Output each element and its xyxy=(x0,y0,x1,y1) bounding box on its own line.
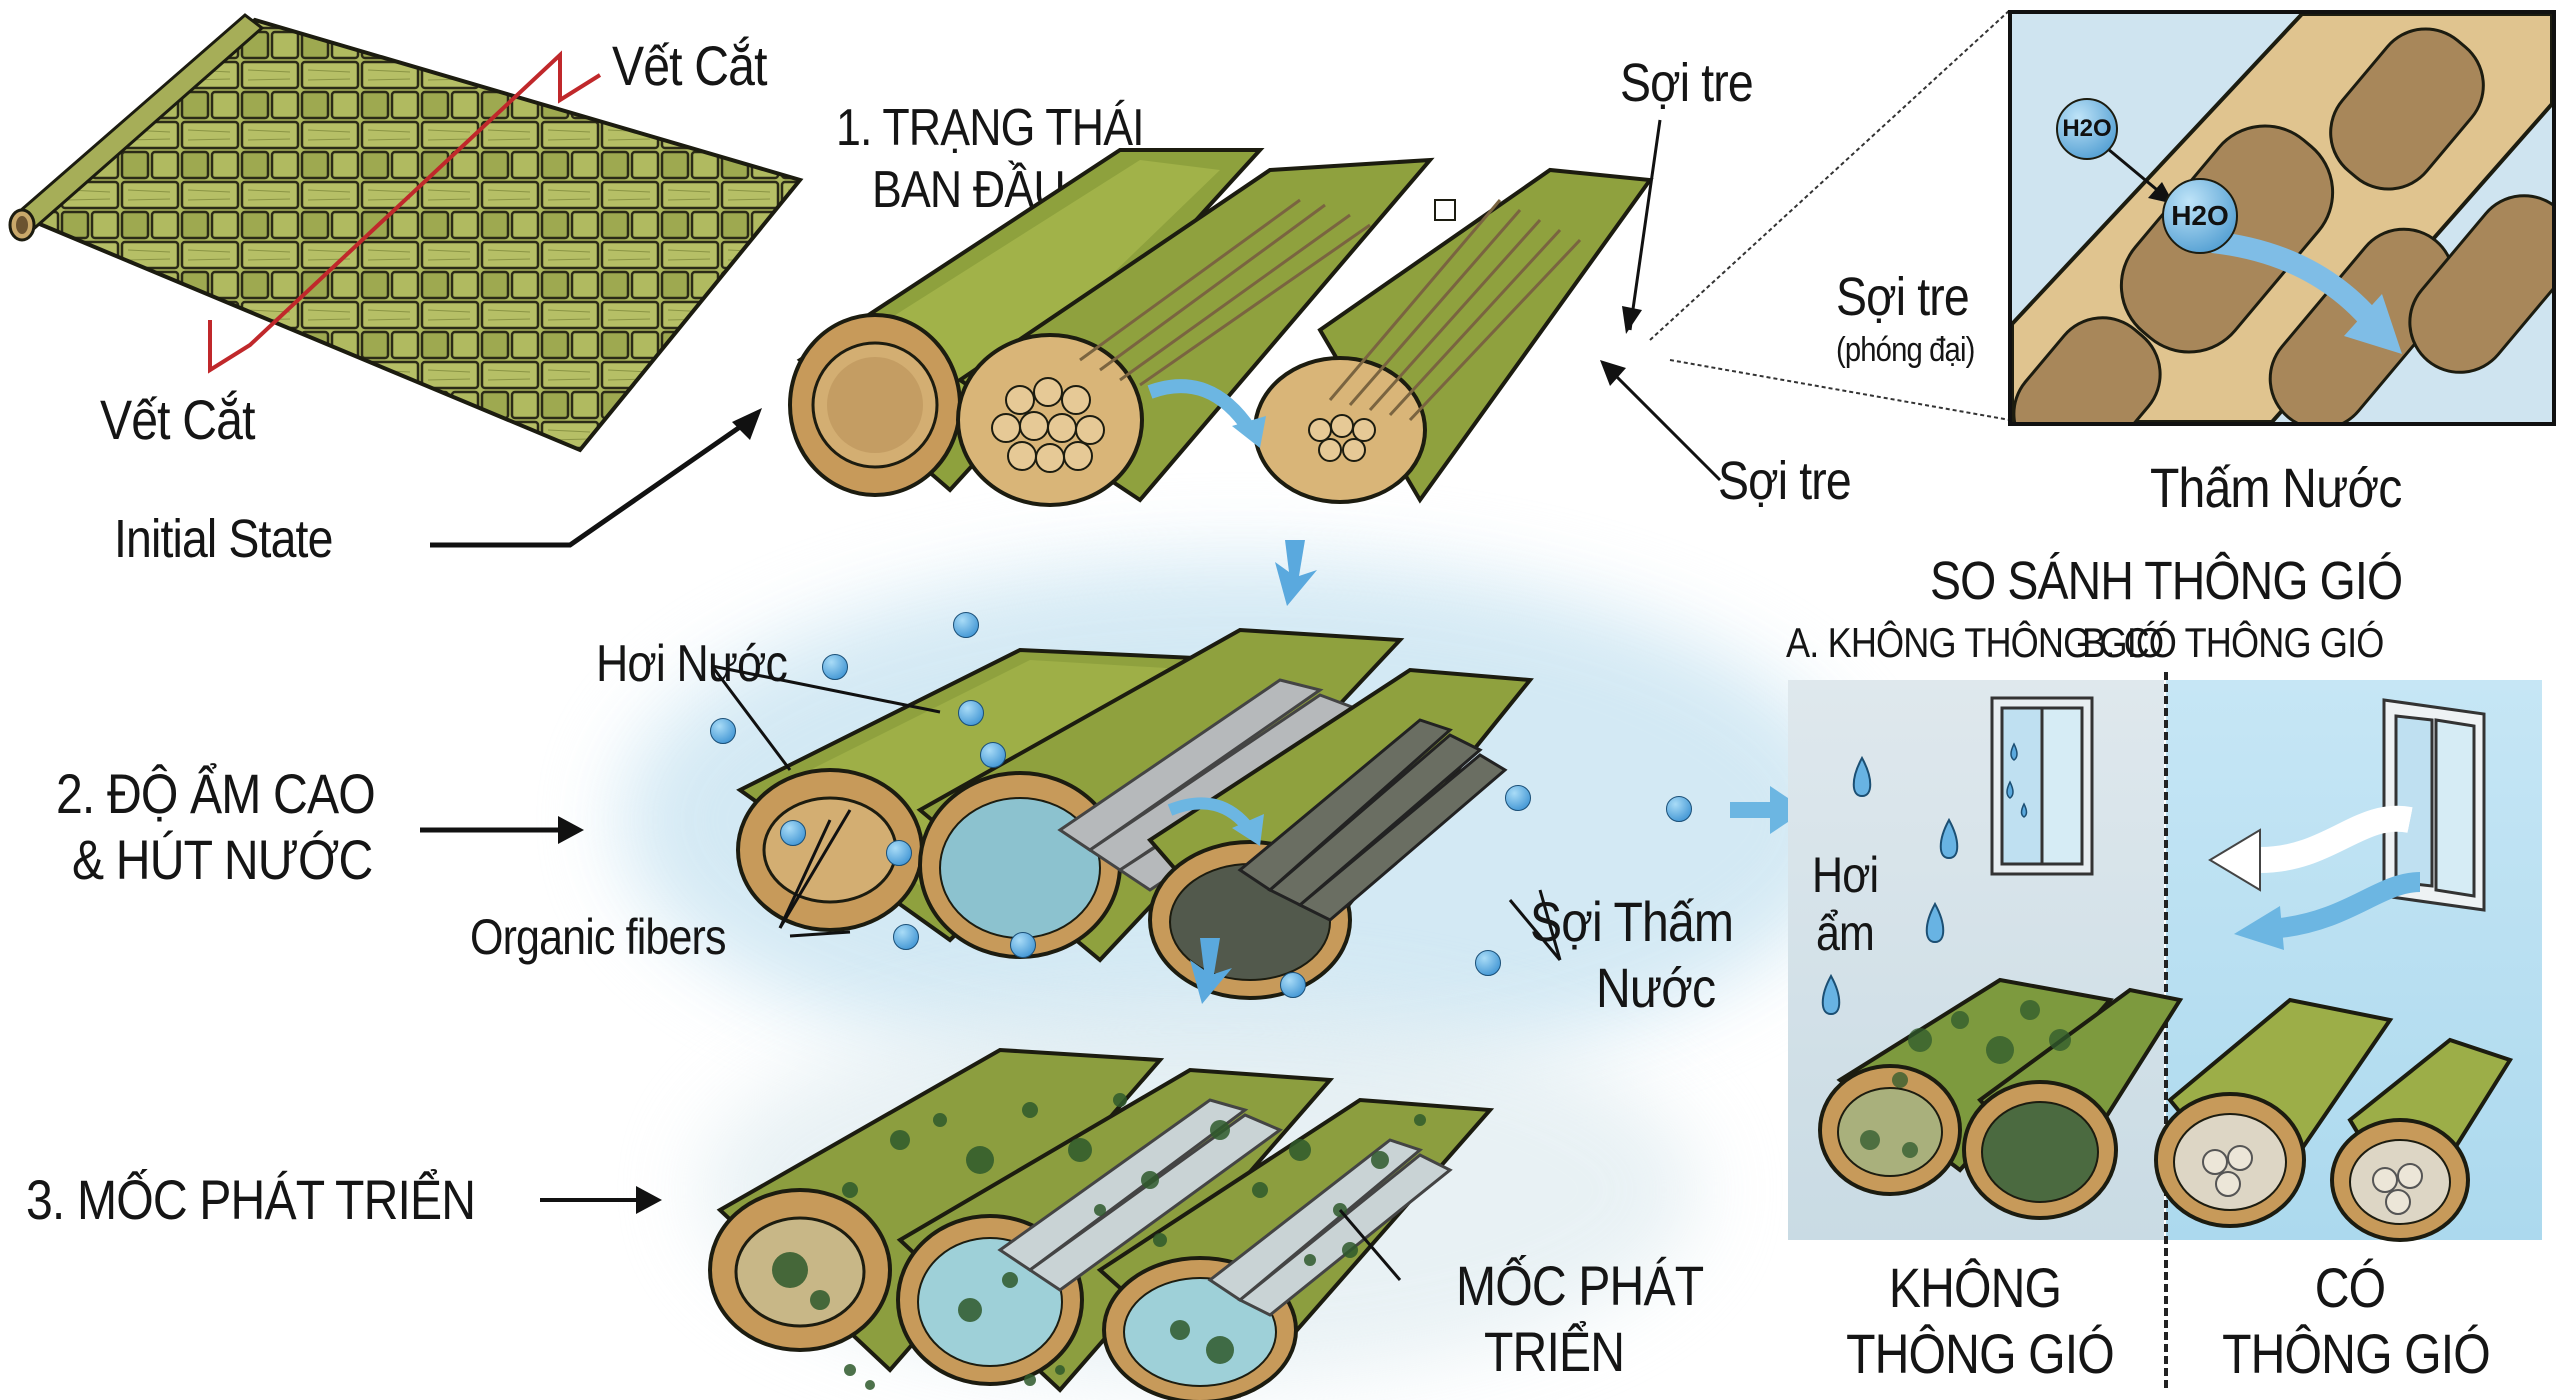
initial-state-label: Initial State xyxy=(114,509,333,569)
water-drop-icon xyxy=(1852,755,1872,798)
soaked-fibers-label-line1: Sợi Thấm xyxy=(1530,890,1734,953)
humid-label-line1: Hơi xyxy=(1812,847,1879,903)
ventilation-title: SO SÁNH THÔNG GIÓ xyxy=(1930,551,2403,611)
open-window-icon xyxy=(2382,698,2486,912)
woven-bamboo-mat xyxy=(8,13,804,453)
fiber-magnified-sub: (phóng đại) xyxy=(1836,331,1975,369)
water-droplet-icon xyxy=(980,742,1006,768)
water-droplet-icon xyxy=(822,654,848,680)
organic-fibers-label: Organic fibers xyxy=(470,909,726,965)
zoom-inset-caption: Thấm Nước xyxy=(2150,456,2402,519)
panel-divider xyxy=(2164,672,2168,1388)
initial-state-arrow xyxy=(430,408,762,548)
water-droplet-icon xyxy=(958,700,984,726)
fiber-pointer-top xyxy=(1622,119,1662,334)
wind-flow-arrows xyxy=(2208,805,2421,950)
col-a-header: A. KHÔNG THÔNG GIÓ xyxy=(1786,619,2164,666)
stage2-arrow xyxy=(420,816,584,844)
bottom-a-line1: KHÔNG xyxy=(1888,1256,2062,1319)
soaked-fibers-label-line2: Nước xyxy=(1596,956,1716,1019)
water-droplet-icon xyxy=(1505,785,1531,811)
cut-label-top: Vết Cắt xyxy=(612,34,767,97)
bottom-b-line2: THÔNG GIÓ xyxy=(2222,1322,2491,1385)
stage3-moldy-bamboo-bundle xyxy=(708,1047,1495,1400)
fiber-label-top: Sợi tre xyxy=(1620,53,1754,113)
down-arrow-1 xyxy=(1275,540,1317,606)
water-droplet-icon xyxy=(1666,796,1692,822)
zoom-connector-lines xyxy=(1649,9,2011,421)
stage2-title-line2: & HÚT NƯỚC xyxy=(72,828,373,891)
water-droplet-icon xyxy=(953,612,979,638)
vapor-label: Hơi Nước xyxy=(596,635,788,693)
bottom-a-line2: THÔNG GIÓ xyxy=(1846,1322,2115,1385)
stage1-title-line1: 1. TRẠNG THÁI xyxy=(836,99,1145,157)
stage3-title: 3. MỐC PHÁT TRIỂN xyxy=(26,1168,476,1231)
cut-label-bottom: Vết Cắt xyxy=(100,388,255,451)
down-arrow-2 xyxy=(1190,938,1232,1004)
water-droplet-icon xyxy=(710,718,736,744)
fiber-pointer-bottom xyxy=(1600,360,1722,482)
h2o-molecule-1: H2O xyxy=(2056,98,2118,160)
water-droplet-icon xyxy=(886,840,912,866)
water-droplet-icon xyxy=(1010,932,1036,958)
mold-label-line2: TRIỂN xyxy=(1484,1320,1625,1383)
stage3-arrow xyxy=(540,1186,662,1214)
stage2-title-line1: 2. ĐỘ ẨM CAO xyxy=(56,762,376,825)
water-drop-icon xyxy=(1939,817,1959,860)
cut-line xyxy=(208,50,602,374)
h2o-molecule-2: H2O xyxy=(2162,178,2238,254)
water-drop-icon xyxy=(1925,901,1945,944)
mold-label-line1: MỐC PHÁT xyxy=(1456,1254,1704,1317)
water-droplet-icon xyxy=(1475,950,1501,976)
plant-cell-tissue xyxy=(2012,14,2552,422)
bottom-b-line1: CÓ xyxy=(2314,1256,2386,1319)
water-drop-icon xyxy=(1821,973,1841,1016)
fiber-magnified-label: Sợi tre xyxy=(1836,267,1970,327)
water-droplet-icon xyxy=(893,924,919,950)
fiber-label-bottom: Sợi tre xyxy=(1718,451,1852,511)
col-b-header: B. CÓ THÔNG GIÓ xyxy=(2082,619,2384,666)
zoom-inset-panel: H2O H2O xyxy=(2008,10,2556,426)
closed-window-icon xyxy=(1990,696,2094,876)
water-droplet-icon xyxy=(780,820,806,846)
stage1-bamboo-bundle xyxy=(788,148,1654,507)
ventilation-bamboo-bundle xyxy=(1818,977,2514,1242)
humid-label-line2: ẩm xyxy=(1816,905,1875,961)
water-droplet-icon xyxy=(1280,972,1306,998)
